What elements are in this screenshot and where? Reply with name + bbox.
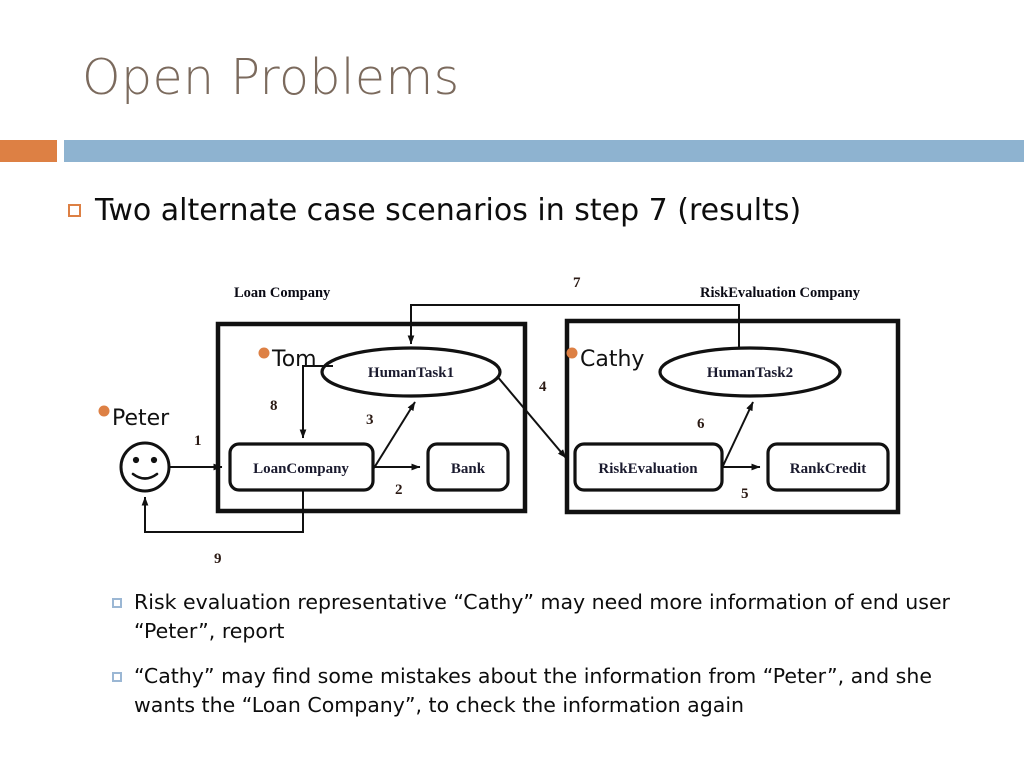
actor-label-peter: Peter xyxy=(112,406,170,431)
container-box-riskevaluation-company xyxy=(564,318,901,515)
square-bullet-icon xyxy=(68,204,81,217)
flow-label-3: 3 xyxy=(366,412,374,428)
flow-label-4: 4 xyxy=(539,379,547,395)
flow-arrow-3 xyxy=(373,401,416,469)
actor-label-tom: Tom xyxy=(271,347,317,372)
service-label-bank: Bank xyxy=(451,461,486,477)
actor-label-cathy: Cathy xyxy=(580,347,644,372)
accent-bar-orange xyxy=(0,140,57,162)
service-node-loancompany xyxy=(228,442,375,492)
square-bullet-icon xyxy=(112,598,122,608)
avatar-peter-eye-right xyxy=(150,456,158,464)
flow-label-2: 2 xyxy=(395,482,403,498)
container-title-riskevaluation-company: RiskEvaluation Company xyxy=(700,285,861,301)
service-label-loancompany: LoanCompany xyxy=(253,461,349,477)
flow-label-8: 8 xyxy=(270,398,278,414)
sub-bullet-label: “Cathy” may find some mistakes about the… xyxy=(134,664,932,717)
service-label-riskevaluation: RiskEvaluation xyxy=(598,461,698,477)
service-label-rankcredit: RankCredit xyxy=(790,461,866,477)
page-title: Open Problems xyxy=(82,49,460,106)
avatar-peter-face xyxy=(119,441,171,493)
sub-bullet-label: Risk evaluation representative “Cathy” m… xyxy=(134,590,950,643)
actor-dot-cathy xyxy=(566,347,578,359)
avatar-peter-eye-left xyxy=(132,456,140,464)
task-node-humantask2 xyxy=(658,346,842,398)
sub-bullet-item: “Cathy” may find some mistakes about the… xyxy=(112,662,992,720)
main-bullet-item: Two alternate case scenarios in step 7 (… xyxy=(68,192,801,230)
task-label-humantask2: HumanTask2 xyxy=(707,365,793,381)
task-node-humantask1 xyxy=(320,346,502,398)
square-bullet-icon xyxy=(112,672,122,682)
task-label-humantask1: HumanTask1 xyxy=(368,365,454,381)
flow-arrow-6 xyxy=(721,401,754,469)
flow-label-7: 7 xyxy=(573,275,581,291)
flow-label-9: 9 xyxy=(214,551,222,567)
flow-label-1: 1 xyxy=(194,433,202,449)
container-title-loan-company: Loan Company xyxy=(234,285,331,301)
sub-bullet-item: Risk evaluation representative “Cathy” m… xyxy=(112,588,992,646)
actor-dot-peter xyxy=(98,405,110,417)
flow-arrow-9 xyxy=(141,490,304,533)
sub-bullet-list: Risk evaluation representative “Cathy” m… xyxy=(112,588,992,736)
service-node-riskevaluation xyxy=(573,442,724,492)
actor-dot-tom xyxy=(258,347,270,359)
flow-label-6: 6 xyxy=(697,416,705,432)
accent-bar-blue xyxy=(64,140,1024,162)
flow-label-5: 5 xyxy=(741,486,749,502)
container-box-loan-company xyxy=(215,321,528,514)
main-bullet-label: Two alternate case scenarios in step 7 (… xyxy=(95,193,802,228)
flow-arrow-4 xyxy=(490,368,567,459)
flow-arrow-8 xyxy=(299,365,333,439)
service-node-bank xyxy=(426,442,510,492)
service-node-rankcredit xyxy=(766,442,890,492)
flow-arrow-7 xyxy=(407,304,740,348)
avatar-peter-smile xyxy=(131,472,159,480)
